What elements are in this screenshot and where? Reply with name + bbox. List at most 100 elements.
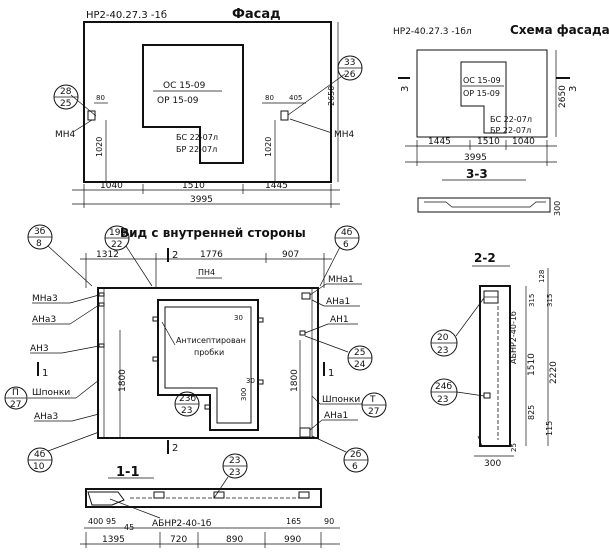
inner-label-an3-leader [61, 345, 100, 354]
facade-left-callout-top: 28 [60, 87, 72, 97]
inner-title: Вид с внутренней стороны [120, 226, 306, 240]
inner-callout-mid-leader [125, 245, 153, 287]
section22-dim-825: 825 [527, 405, 536, 420]
facade-dim-1510: 1510 [182, 181, 205, 191]
inner-antiseptic-1: Антисептирован [176, 336, 246, 345]
inner-callout-rb-top: 2б [350, 450, 362, 460]
facade-left-dim-80: 80 [96, 94, 105, 102]
inner-callout-right-leader [319, 246, 341, 287]
facade-left-callout-bottom: 25 [60, 99, 71, 109]
scheme-window-label-1: ОС 15-09 [463, 76, 501, 85]
scheme-door-label-2: БР 22-07л [490, 126, 531, 135]
inner-embed-mna1 [301, 292, 311, 300]
facade-right-callout-bottom: 26 [344, 70, 356, 80]
inner-label-ana1-top: АНа1 [326, 297, 350, 307]
section11-dim-720: 720 [170, 535, 187, 545]
facade-right-leader [287, 73, 346, 116]
inner-label-mna1: МНа1 [328, 275, 354, 285]
inner-callout-lb-bottom: 10 [33, 462, 45, 472]
inner-callout-rmid-bottom: 24 [354, 360, 366, 370]
section22-callout-bottom-leader [456, 391, 485, 397]
inner-callout-left-bottom: 8 [36, 239, 42, 249]
inner-cut-right: 1 [328, 368, 334, 379]
scheme-cut-left: 3 [400, 86, 411, 92]
section22-embed [483, 392, 491, 399]
inner-embed-an3 [98, 343, 105, 348]
inner-view: Вид с внутренней стороны 3б 8 19б 22 4б … [4, 224, 387, 473]
facade-right-dim-80: 80 [265, 94, 274, 102]
section11-dim-90: 90 [324, 517, 334, 526]
section11-panel-label: АБНР2-40-1б [152, 519, 212, 529]
section22-dim-315-a: 315 [528, 294, 536, 307]
facade-left-dim-1020: 1020 [95, 137, 104, 157]
inner-label-an1: АН1 [330, 315, 349, 325]
inner-dim-300: 300 [240, 388, 248, 401]
inner-callout-rmid-leader [304, 335, 349, 353]
scheme-panel-outline [416, 49, 548, 138]
inner-dim-1312: 1312 [96, 250, 119, 260]
inner-callout-shponki-left-bottom: 27 [10, 400, 21, 410]
facade-door-label-2: БР 22-07л [176, 145, 217, 154]
scheme-cut-right: 3 [568, 86, 579, 92]
section11-callout-leader [213, 476, 229, 499]
inner-label-ana3-top: АНа3 [32, 315, 56, 325]
section11-dim-1395: 1395 [102, 535, 125, 545]
section22-foot [477, 435, 512, 447]
inner-label-mna3: МНа3 [32, 294, 58, 304]
inner-label-an1-leader [304, 323, 329, 334]
section11-callout-top: 23 [229, 456, 240, 466]
section11-dim-990: 990 [284, 535, 301, 545]
inner-label-ana1-bottom-leader [309, 419, 323, 431]
section22-dim-315-b: 315 [546, 294, 554, 307]
inner-panel-outline [97, 287, 319, 439]
scheme-section-dim: 300 [553, 201, 562, 216]
inner-embed-an1 [299, 330, 306, 336]
inner-label-shponki-right-leader [311, 395, 321, 405]
scheme-dim-1445: 1445 [428, 137, 451, 147]
section22-title: 2-2 [474, 251, 496, 265]
inner-plug-2 [152, 356, 159, 362]
inner-dim-1800-left: 1800 [118, 369, 128, 392]
inner-callout-r-top: Т [369, 395, 376, 405]
section22-dim-128: 128 [538, 270, 546, 283]
section11-slot-1 [153, 491, 165, 499]
section22-callout-top-a: 20 [437, 333, 449, 343]
inner-dim-1776: 1776 [200, 250, 223, 260]
facade-window-label-1: ОС 15-09 [163, 81, 206, 91]
inner-plug-4 [257, 379, 264, 385]
inner-callout-right-bottom: 6 [343, 240, 349, 250]
inner-callout-mid-bottom: 22 [111, 240, 122, 250]
inner-plug-5 [204, 404, 211, 410]
section22-dim-1510: 1510 [527, 353, 537, 376]
facade-title-code: НР2-40.27.3 -1б [86, 10, 167, 21]
scheme-door-label-1: БС 22-07л [490, 115, 532, 124]
inner-callout-opening-top: 23б [179, 394, 196, 404]
inner-opening-outer [157, 299, 259, 431]
facade-left-leader [70, 94, 97, 117]
scheme-dim-1510: 1510 [477, 137, 500, 147]
inner-label-ana1-bottom: АНа1 [324, 411, 348, 421]
section11-callout-bottom: 23 [229, 468, 240, 478]
inner-cut-left: 1 [42, 368, 48, 379]
facade-dim-1445: 1445 [265, 181, 288, 191]
section11-dim-45: 45 [124, 523, 134, 532]
inner-antiseptic-leader [161, 321, 176, 346]
section22-callout-bot-a: 24б [435, 382, 452, 392]
section22-dim-2220: 2220 [549, 361, 559, 384]
inner-callout-left-top: 3б [34, 227, 46, 237]
section11-strip [85, 488, 322, 508]
inner-embed-ana1-bottom [299, 427, 311, 438]
section11-left-profile [87, 491, 125, 506]
inner-embed-mna3 [98, 292, 105, 297]
facade-right-dim-1020: 1020 [264, 137, 273, 157]
inner-label-ana3-leader [69, 304, 100, 325]
section11-panel-leader [109, 498, 161, 519]
inner-callout-mid-top: 19б [109, 228, 126, 238]
section22-callout-top-b: 23 [437, 346, 448, 356]
inner-antiseptic-2: пробки [194, 348, 224, 357]
inner-callout-r-bottom: 27 [368, 407, 379, 417]
section22-panel-outline [479, 285, 511, 447]
section11-slot-2 [213, 491, 225, 499]
facade-dim-1040: 1040 [100, 181, 123, 191]
inner-callout-rb-leader [311, 435, 347, 453]
